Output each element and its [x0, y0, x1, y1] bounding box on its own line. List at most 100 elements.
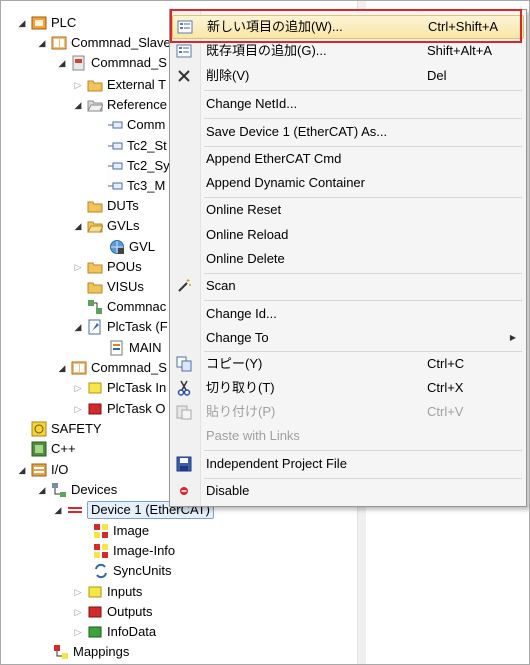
menu-item-add-existing-item[interactable]: 既存項目の追加(G)... Shift+Alt+A	[172, 40, 524, 62]
reference-icon	[107, 138, 123, 154]
menu-item-cut[interactable]: 切り取り(T) Ctrl+X	[172, 377, 524, 399]
expand-arrow-icon[interactable]: ◢	[38, 38, 46, 48]
plc-icon	[31, 15, 47, 31]
menu-item-delete[interactable]: 削除(V) Del	[172, 65, 524, 87]
tree-node-plc[interactable]: ◢ PLC	[17, 13, 77, 33]
tree-node-plctask-outputs[interactable]: ▷ PlcTask O	[73, 399, 166, 419]
tree-node-reference[interactable]: Tc3_M	[107, 176, 165, 196]
outputs-icon	[87, 604, 103, 620]
expand-arrow-icon[interactable]: ◢	[18, 18, 26, 28]
tree-node-external-types[interactable]: ▷ External T	[73, 75, 166, 95]
cpp-icon	[31, 441, 47, 457]
menu-separator	[204, 146, 522, 147]
tree-node-cpp[interactable]: C++	[31, 439, 76, 459]
tree-node-sync-units[interactable]: SyncUnits	[93, 561, 172, 581]
project-instance-icon	[71, 360, 87, 376]
expand-arrow-icon[interactable]: ◢	[58, 58, 66, 68]
menu-item-disable[interactable]: Disable	[172, 480, 524, 502]
inputs-icon	[87, 380, 103, 396]
menu-item-change-id[interactable]: Change Id...	[206, 306, 277, 321]
menu-separator	[204, 197, 522, 198]
collapse-arrow-icon[interactable]: ▷	[74, 262, 82, 272]
reference-icon	[107, 158, 123, 174]
tree-node-label: VISUs	[107, 279, 144, 294]
menu-item-paste-with-links[interactable]: Paste with Links	[206, 428, 300, 443]
sync-units-icon	[93, 563, 109, 579]
tree-node-devices[interactable]: ◢ Devices	[37, 480, 117, 500]
tree-node-mappings[interactable]: Mappings	[53, 642, 129, 662]
tree-node-label: MAIN	[129, 340, 162, 355]
expand-arrow-icon[interactable]: ◢	[74, 322, 82, 332]
folder-icon	[87, 279, 103, 295]
menu-item-append-ethercat-cmd[interactable]: Append EtherCAT Cmd	[206, 151, 342, 166]
expand-arrow-icon[interactable]: ◢	[18, 465, 26, 475]
add-existing-item-icon	[176, 43, 192, 59]
tree-node-main[interactable]: MAIN	[109, 338, 162, 358]
copy-icon	[176, 356, 192, 372]
collapse-arrow-icon[interactable]: ▷	[74, 607, 82, 617]
tree-node-safety[interactable]: SAFETY	[31, 419, 102, 439]
menu-item-copy[interactable]: コピー(Y) Ctrl+C	[172, 353, 524, 375]
tree-node-pous[interactable]: ▷ POUs	[73, 257, 142, 277]
menu-icon-gutter	[170, 10, 201, 506]
tree-node-references[interactable]: ◢ Reference	[73, 95, 167, 115]
tree-node-project[interactable]: ◢ Commnad_Slave	[37, 33, 171, 53]
tree-node-gvl[interactable]: GVL	[109, 237, 155, 257]
menu-item-online-delete[interactable]: Online Delete	[206, 251, 285, 266]
menu-item-change-to[interactable]: Change To ▶	[172, 327, 524, 349]
tree-node-gvls[interactable]: ◢ GVLs	[73, 216, 140, 236]
tree-node-task-config[interactable]: Commnac	[87, 297, 166, 317]
collapse-arrow-icon[interactable]: ▷	[74, 80, 82, 90]
tree-node-visus[interactable]: VISUs	[87, 277, 144, 297]
tree-node-project-instance[interactable]: ◢ Commnad_S	[57, 358, 167, 378]
tree-node-image-info[interactable]: Image-Info	[93, 541, 175, 561]
tree-node-plc-task[interactable]: ◢ PlcTask (F	[73, 317, 168, 337]
menu-item-paste[interactable]: 貼り付け(P) Ctrl+V	[172, 401, 524, 423]
tree-node-reference[interactable]: Comm	[107, 115, 165, 135]
tree-node-label: PLC	[51, 15, 77, 30]
menu-item-independent-project-file[interactable]: Independent Project File	[172, 453, 524, 475]
tree-node-image[interactable]: Image	[93, 521, 149, 541]
tree-node-reference[interactable]: Tc2_St	[107, 136, 167, 156]
tree-node-label: Mappings	[73, 644, 130, 659]
menu-item-save-device-as[interactable]: Save Device 1 (EtherCAT) As...	[206, 124, 388, 139]
paste-icon	[176, 404, 192, 420]
tree-node-label: C++	[51, 441, 76, 456]
collapse-arrow-icon[interactable]: ▷	[74, 383, 82, 393]
tree-node-plc-project[interactable]: ◢ Commnad_S	[57, 53, 167, 73]
devices-icon	[51, 482, 67, 498]
tree-node-inputs[interactable]: ▷ Inputs	[73, 582, 143, 602]
menu-item-add-new-item[interactable]: 新しい項目の追加(W)... Ctrl+Shift+A	[172, 15, 524, 39]
tree-node-io[interactable]: ◢ I/O	[17, 460, 69, 480]
expand-arrow-icon[interactable]: ◢	[54, 505, 62, 515]
expand-arrow-icon[interactable]: ◢	[38, 485, 46, 495]
image-info-icon	[93, 543, 109, 559]
tree-node-label: GVLs	[107, 218, 140, 233]
tree-node-label: InfoData	[107, 624, 157, 639]
collapse-arrow-icon[interactable]: ▷	[74, 587, 82, 597]
menu-item-change-netid[interactable]: Change NetId...	[206, 96, 298, 111]
tree-node-label: I/O	[51, 462, 69, 477]
menu-item-online-reload[interactable]: Online Reload	[206, 227, 289, 242]
menu-item-append-dynamic-container[interactable]: Append Dynamic Container	[206, 175, 365, 190]
tree-node-reference[interactable]: Tc2_Sy	[107, 156, 170, 176]
folder-open-icon	[87, 218, 103, 234]
tree-node-plctask-inputs[interactable]: ▷ PlcTask In	[73, 378, 167, 398]
expand-arrow-icon[interactable]: ◢	[74, 221, 82, 231]
collapse-arrow-icon[interactable]: ▷	[74, 627, 82, 637]
tree-node-label: Commnad_S	[91, 360, 167, 375]
menu-item-online-reset[interactable]: Online Reset	[206, 202, 282, 217]
collapse-arrow-icon[interactable]: ▷	[74, 404, 82, 414]
save-disk-icon	[176, 456, 192, 472]
folder-icon	[87, 77, 103, 93]
tree-node-label: Image	[113, 523, 150, 538]
expand-arrow-icon[interactable]: ◢	[74, 100, 82, 110]
tree-node-duts[interactable]: DUTs	[87, 196, 139, 216]
task-config-icon	[87, 299, 103, 315]
cut-icon	[176, 380, 192, 396]
tree-node-outputs[interactable]: ▷ Outputs	[73, 602, 153, 622]
tree-node-infodata[interactable]: ▷ InfoData	[73, 622, 157, 642]
menu-item-scan[interactable]: Scan	[172, 275, 524, 297]
plc-project-icon	[71, 55, 87, 71]
expand-arrow-icon[interactable]: ◢	[58, 363, 66, 373]
